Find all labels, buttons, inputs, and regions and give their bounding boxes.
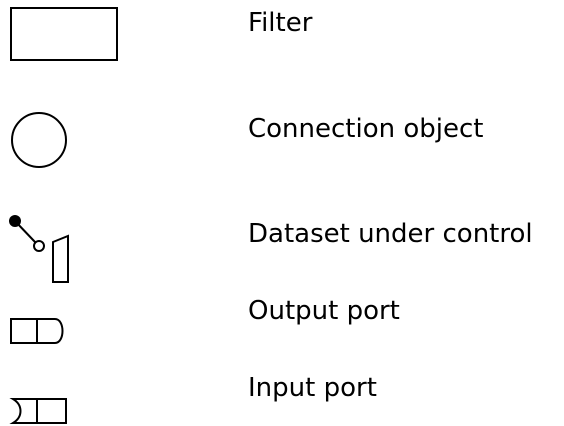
filter-symbol xyxy=(10,7,118,61)
output-port-symbol xyxy=(10,318,64,344)
input-port-symbol xyxy=(9,398,67,424)
dataset-under-control-label: Dataset under control xyxy=(248,219,533,249)
dataset-under-control-symbol xyxy=(9,215,69,283)
filter-label: Filter xyxy=(248,8,313,38)
connection-object-symbol xyxy=(11,112,67,168)
connection-object-label: Connection object xyxy=(248,114,484,144)
output-port-label: Output port xyxy=(248,296,400,326)
input-port-label: Input port xyxy=(248,373,377,403)
